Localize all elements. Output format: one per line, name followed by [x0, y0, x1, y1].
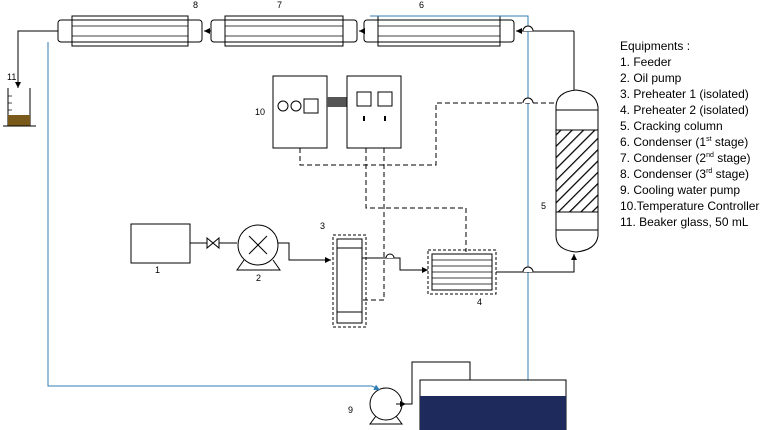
beaker-glass	[3, 88, 36, 127]
label-water-pump: 9	[348, 405, 353, 415]
label-preheater-2: 4	[477, 297, 482, 307]
pump-suction-line	[404, 361, 471, 405]
label-beaker: 11	[7, 72, 16, 82]
cooling-water-outlet-line	[430, 15, 531, 394]
label-column: 5	[541, 201, 546, 211]
control-signal-lines	[299, 102, 558, 301]
legend-item: 3. Preheater 1 (isolated)	[620, 87, 749, 101]
label-condenser-2: 7	[277, 0, 282, 10]
legend-item: 7. Condenser (2nd stage)	[620, 151, 751, 165]
label-oil-pump: 2	[256, 273, 261, 283]
legend-title: Equipments :	[620, 39, 690, 53]
cooling-water-pump	[369, 387, 403, 425]
temperature-controller	[272, 75, 402, 149]
oil-to-preheater-2	[362, 257, 428, 273]
valve	[206, 236, 220, 250]
label-feeder: 1	[155, 265, 160, 275]
label-preheater-1: 3	[320, 221, 325, 231]
equipment-legend: Equipments : 1. Feeder 2. Oil pump 3. Pr…	[620, 39, 759, 229]
legend-item: 11. Beaker glass, 50 mL	[620, 215, 749, 229]
cracking-column	[555, 89, 599, 253]
oil-to-preheater-1	[278, 242, 331, 263]
legend-item: 4. Preheater 2 (isolated)	[620, 103, 749, 117]
legend-item: 6. Condenser (1st stage)	[620, 135, 748, 149]
condenser-1st-stage	[363, 15, 515, 47]
label-controller: 10	[255, 107, 265, 117]
condenser-2nd-stage	[210, 15, 358, 47]
condensate-to-beaker	[15, 30, 58, 88]
preheater-2	[427, 249, 497, 295]
feeder	[130, 223, 191, 264]
legend-item: 1. Feeder	[620, 55, 671, 69]
legend-item: 9. Cooling water pump	[620, 183, 740, 197]
condenser-3rd-stage	[57, 15, 203, 47]
legend-item: 8. Condenser (3rd stage)	[620, 167, 749, 181]
legend-item: 2. Oil pump	[620, 71, 682, 85]
preheater-1	[332, 234, 367, 328]
label-condenser-3: 8	[193, 0, 198, 10]
oil-to-column	[496, 254, 577, 273]
oil-pump	[236, 224, 281, 271]
water-tank	[419, 379, 567, 430]
cooling-water-return-line	[47, 42, 372, 387]
label-condenser-1: 6	[419, 0, 424, 10]
legend-item: 10.Temperature Controller	[620, 199, 759, 213]
legend-item: 5. Cracking column	[620, 119, 723, 133]
